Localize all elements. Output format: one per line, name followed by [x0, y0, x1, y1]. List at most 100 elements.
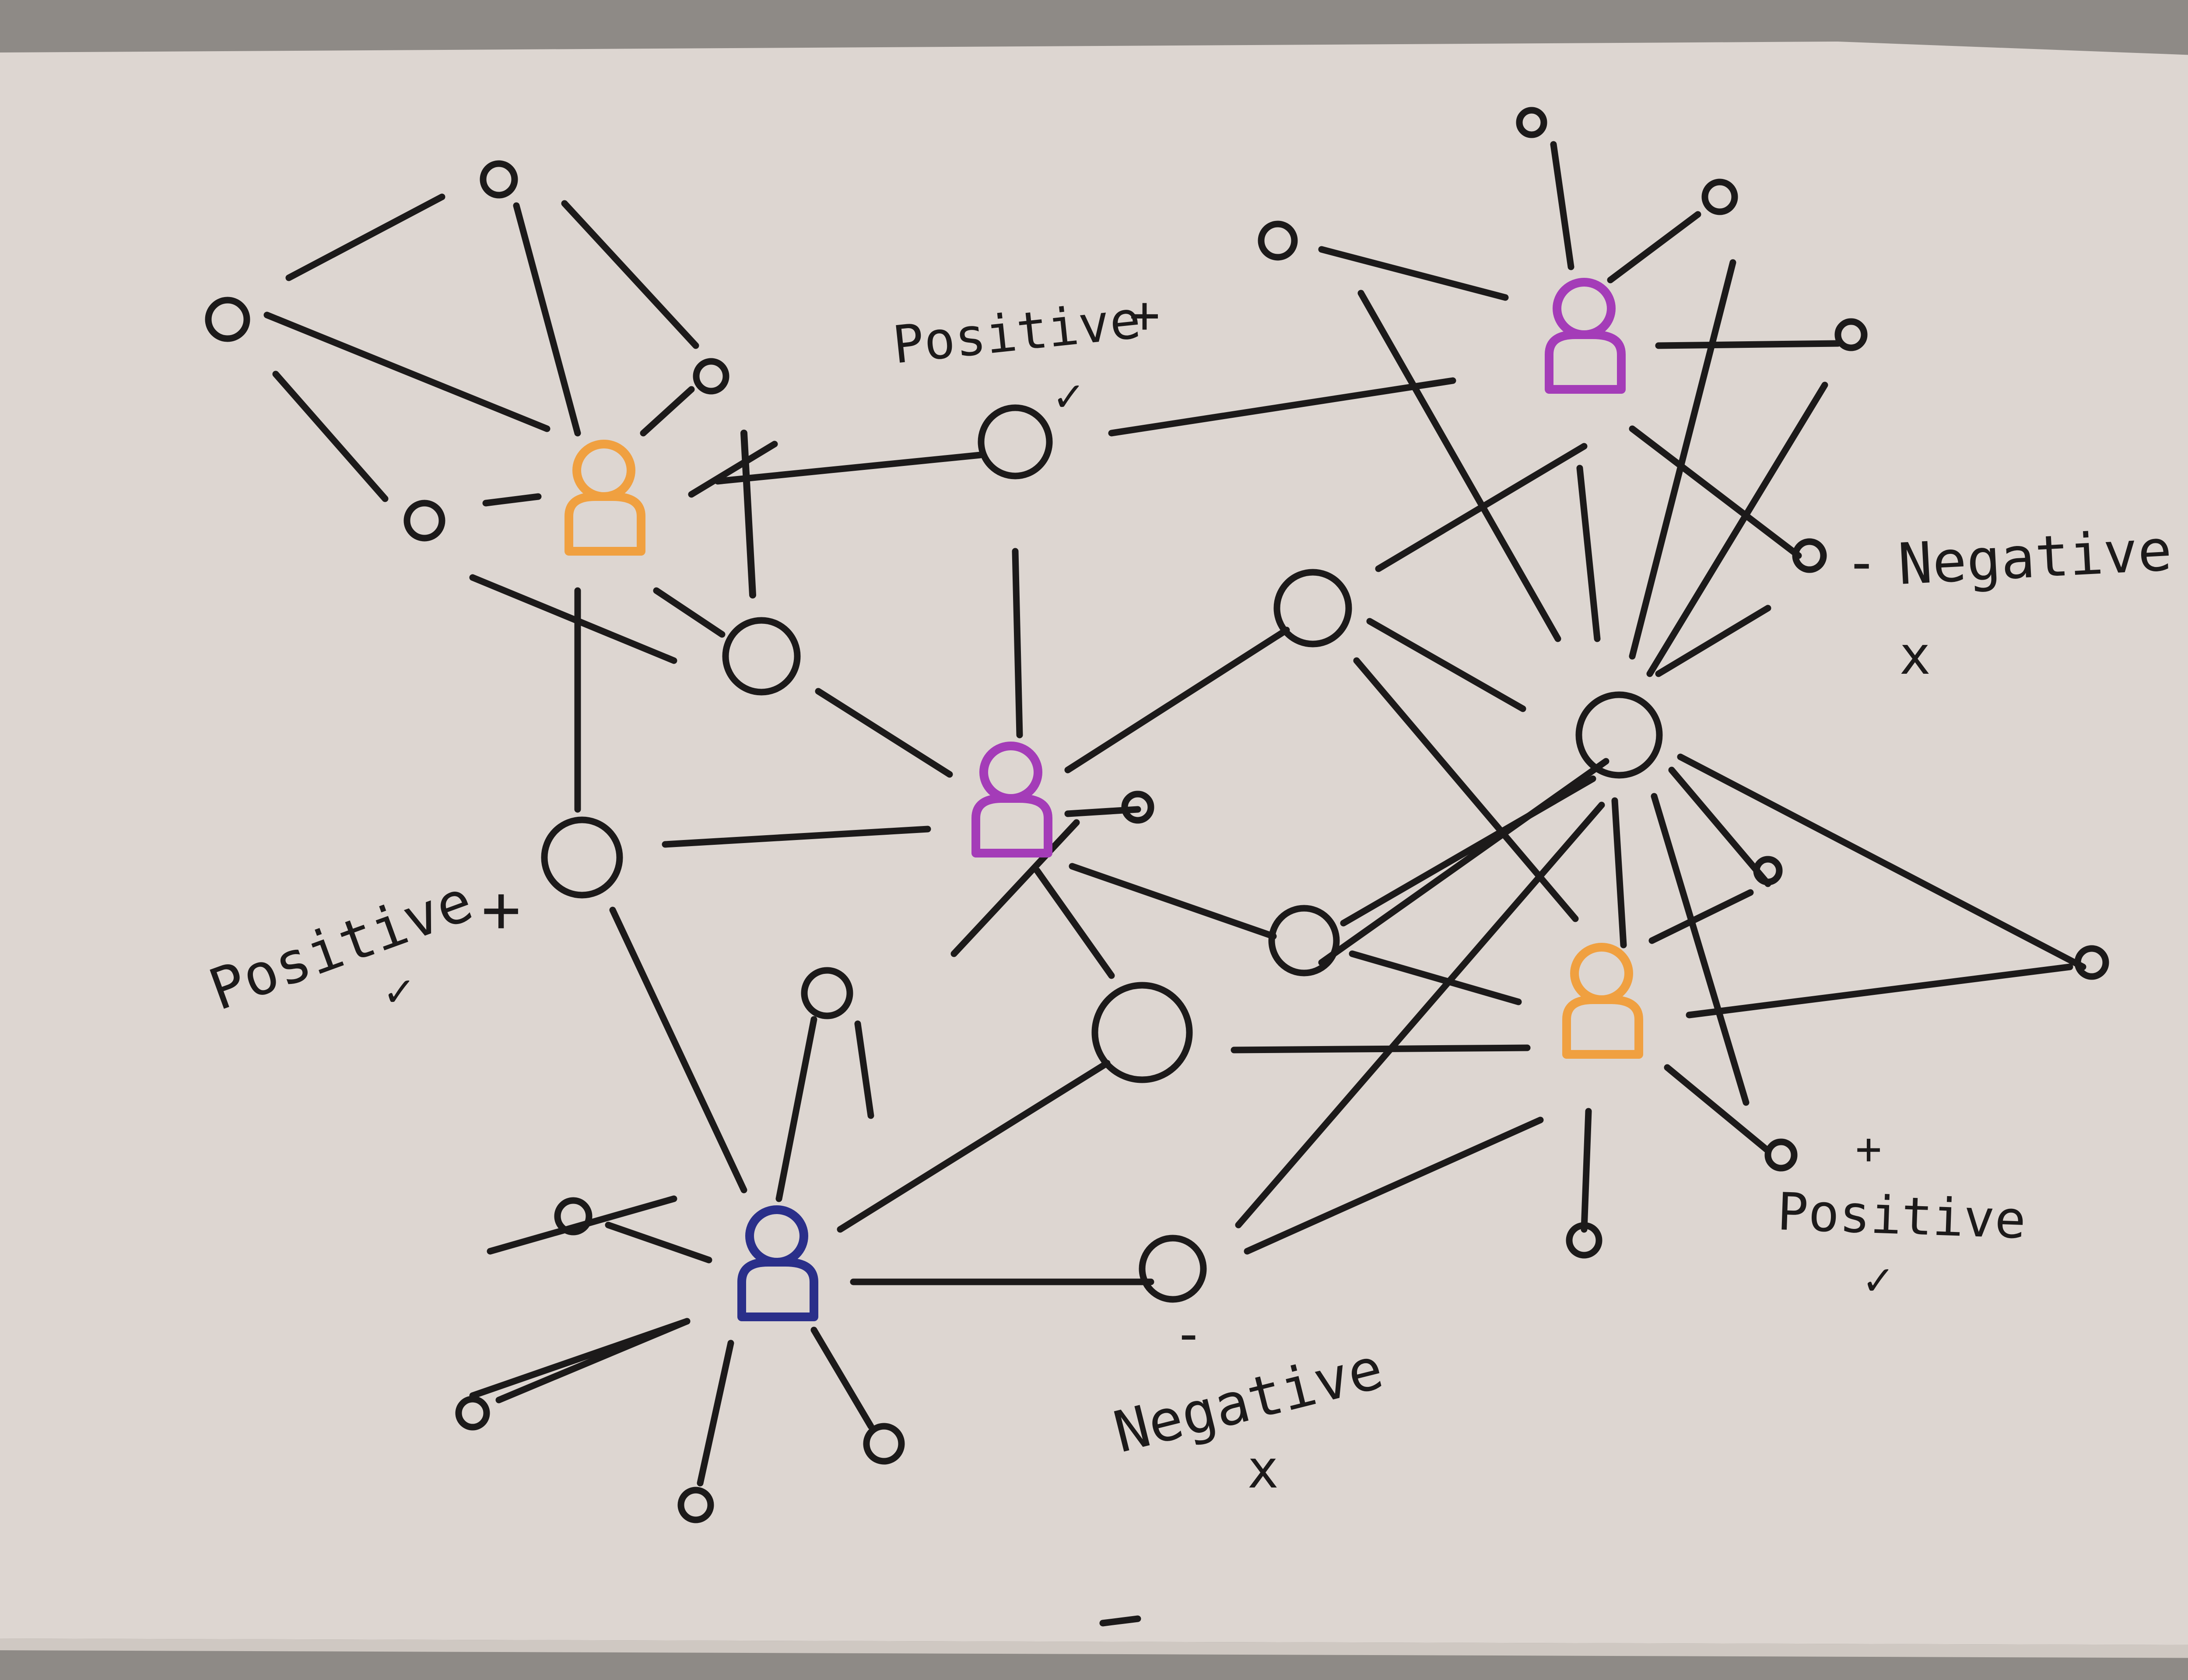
node-circle	[1273, 569, 1352, 648]
node-circle	[1753, 856, 1783, 886]
node-circle	[554, 1197, 593, 1236]
edge-line	[1550, 141, 1574, 270]
edge-line	[1357, 290, 1561, 642]
edge-tick-mark	[740, 430, 756, 598]
annotation-br-mark: ✓	[1864, 1253, 1892, 1306]
edge-line	[487, 1195, 677, 1255]
node-group	[205, 107, 2109, 1523]
edge-line	[1069, 863, 1277, 940]
edge-line	[1318, 246, 1509, 301]
node-circle	[677, 1487, 714, 1523]
edge-line	[1686, 963, 2073, 1018]
person-group	[565, 278, 1643, 1321]
node-circle	[480, 160, 518, 199]
node-circle	[1792, 538, 1827, 573]
annotation-bottom-right-positive: + Positive ✓	[1776, 1123, 2027, 1306]
edge-line	[1064, 626, 1290, 774]
node-circle	[2074, 945, 2109, 980]
node-circle	[693, 358, 729, 395]
node-circle	[1139, 1235, 1207, 1303]
edge-line	[815, 688, 953, 778]
annotation-bottom-sign: -	[1173, 1304, 1204, 1365]
node-circle	[1091, 982, 1193, 1083]
edge-line	[653, 587, 726, 638]
edge-line	[1318, 758, 1609, 966]
edge-line	[950, 819, 1080, 957]
node-circle	[1834, 318, 1868, 351]
edge-line	[1629, 259, 1736, 660]
edge-line	[469, 574, 677, 664]
annotation-left-sign: +	[481, 872, 521, 948]
person-icon	[565, 440, 645, 556]
node-circle	[1566, 1222, 1602, 1259]
node-circle	[1258, 220, 1298, 261]
edge-line	[1677, 753, 2086, 970]
annotation-right-sign: -	[1844, 529, 1879, 595]
edge-line	[1607, 211, 1701, 284]
edge-line	[1664, 1064, 1771, 1154]
person-icon	[737, 1205, 818, 1321]
edge-line	[263, 312, 551, 432]
edge-line	[1576, 465, 1601, 642]
edge-line	[1655, 340, 1841, 349]
edge-line	[697, 1340, 734, 1487]
annotation-right-negative: - Negative x	[1844, 517, 2174, 686]
edge-line	[469, 1318, 691, 1399]
node-circle	[722, 617, 801, 696]
edge-line	[1108, 377, 1456, 437]
edge-line	[1651, 793, 1750, 1106]
edge-line	[609, 906, 747, 1194]
node-circle	[205, 297, 250, 342]
node-circle	[1701, 178, 1738, 215]
annotation-bottom-mark: x	[1247, 1439, 1279, 1500]
paper-sheet	[0, 42, 2188, 1645]
edge-line	[1646, 382, 1828, 677]
edge-line	[561, 200, 699, 349]
edge-line	[1655, 605, 1771, 677]
annotation-br-label: Positive	[1776, 1181, 2027, 1250]
edge-line	[285, 193, 445, 281]
edge-line	[1235, 802, 1605, 1228]
edge-line	[1244, 1116, 1544, 1255]
annotation-br-sign: +	[1855, 1123, 1882, 1174]
edge-line	[1231, 1044, 1531, 1054]
edge-line	[605, 1222, 712, 1264]
edge-group	[263, 141, 2086, 1627]
node-circle	[801, 967, 853, 1019]
edge-line	[1034, 867, 1115, 979]
node-circle	[978, 404, 1053, 480]
edge-line	[1611, 797, 1627, 948]
edge-line	[775, 1016, 817, 1202]
node-circle	[863, 1423, 905, 1465]
edge-line	[640, 386, 695, 437]
edge-line	[272, 371, 389, 502]
edge-line	[513, 202, 581, 437]
edge-line	[1366, 618, 1526, 712]
edge-line	[1668, 766, 1771, 887]
edge-line	[714, 452, 984, 485]
node-circle	[1764, 1138, 1798, 1172]
person-icon	[971, 742, 1052, 858]
edge-line	[688, 441, 778, 498]
node-circle	[1516, 107, 1547, 138]
annotation-left-mark: ✓	[385, 964, 413, 1017]
edge-line	[1099, 1615, 1141, 1627]
edge-line	[1581, 1108, 1592, 1233]
edge-line	[837, 1060, 1111, 1233]
node-circle	[541, 816, 623, 899]
edge-line	[1349, 950, 1522, 1005]
node-circle	[403, 500, 445, 542]
annotation-top-mark: ✓	[1055, 369, 1082, 422]
edge-line	[662, 826, 931, 848]
edge-line	[854, 1020, 874, 1119]
edge-line	[1648, 889, 1754, 944]
paper-bottom-edge	[0, 1638, 2188, 1658]
edge-line	[1629, 425, 1802, 559]
node-circle	[1121, 791, 1154, 824]
person-icon	[1545, 278, 1626, 394]
person-icon	[1562, 943, 1643, 1059]
edge-line	[1012, 548, 1023, 738]
node-circle	[1575, 691, 1663, 779]
annotation-top-sign: +	[1129, 284, 1160, 345]
